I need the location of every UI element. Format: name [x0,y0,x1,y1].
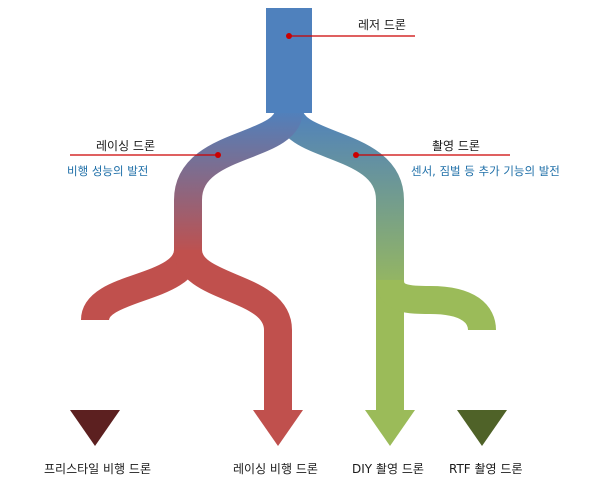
freestyle-arrow [70,410,120,446]
leaf-label-diy: DIY 촬영 드론 [352,462,424,476]
racing-label: 레이싱 드론 [96,139,156,153]
freestyle-path-top [81,247,202,323]
racing-note: 비행 성능의 발전 [67,164,149,178]
leaf-label-freestyle: 프리스타일 비행 드론 [44,462,151,476]
filming-branch [275,107,507,446]
root-trunk [266,8,312,113]
pointers [70,33,510,158]
leaf-label-racing-flight: 레이싱 비행 드론 [233,462,318,476]
filming-trunk [275,107,404,300]
racing-trunk [174,107,303,255]
filming-pointer-dot [353,152,359,158]
root-label: 레저 드론 [358,18,406,32]
diy-arrow [365,410,415,446]
rtf-path-top [376,278,496,332]
filming-label: 촬영 드론 [432,139,480,153]
racing-flight-arrow [253,410,303,446]
leaf-label-rtf: RTF 촬영 드론 [449,462,523,476]
racing-flight-path [174,247,292,412]
filming-note: 센서, 짐벌 등 추가 기능의 발전 [411,164,560,178]
racing-branch [70,107,303,446]
racing-pointer-dot [215,152,221,158]
rtf-arrow [457,410,507,446]
root-pointer-dot [286,33,292,39]
